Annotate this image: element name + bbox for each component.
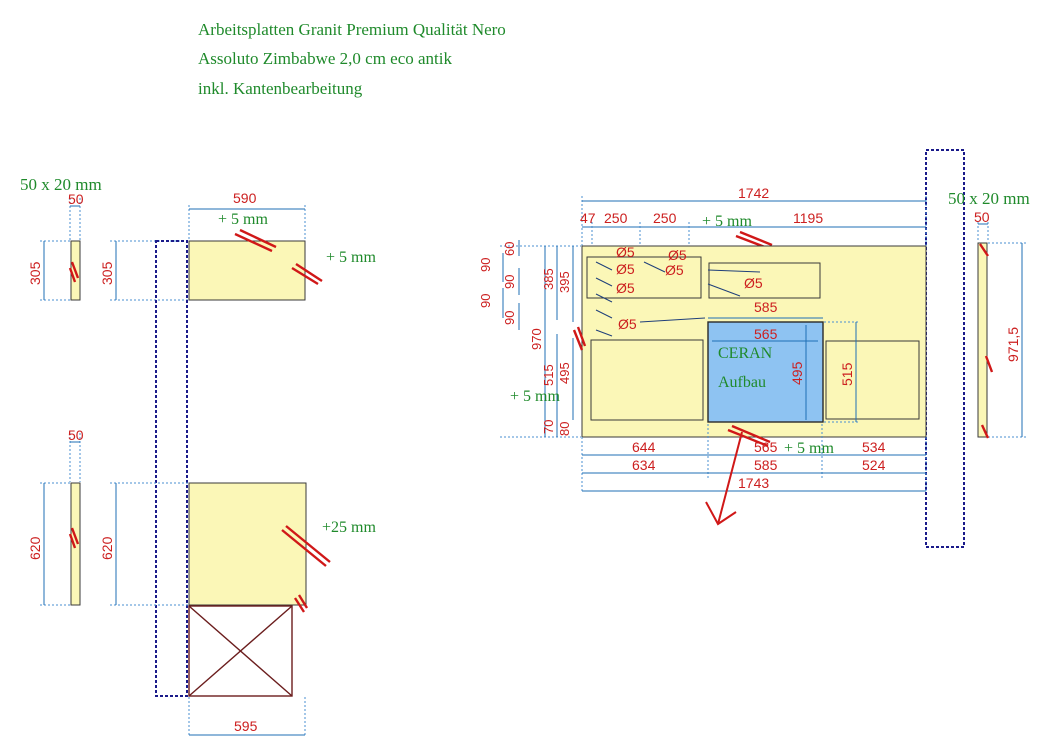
panel-top-edge-right: + 5 mm	[326, 249, 376, 266]
top-dim-edge: + 5 mm	[702, 213, 752, 230]
panel-bottom-edge-right: +25 mm	[322, 519, 376, 536]
left-dim-edge: + 5 mm	[510, 388, 560, 405]
arrow-icon	[705, 431, 743, 526]
top-dim-seg4: 1195	[793, 210, 823, 226]
strip-top-edge-mark	[68, 261, 80, 283]
panel-top-width: 590	[233, 190, 257, 206]
bottom-dim-edge: + 5 mm	[784, 440, 834, 457]
panel-top	[188, 240, 306, 301]
strip-top-width: 50	[68, 191, 84, 207]
cutout-right-upper	[708, 262, 821, 299]
cutout-left-cabinet	[590, 339, 704, 421]
cabinet-width: 595	[234, 718, 258, 734]
header-line-2: Assoluto Zimbabwe 2,0 cm eco antik	[198, 49, 453, 68]
right-strip-edge-mark	[979, 243, 994, 439]
bottom-dim-b1: 634	[632, 457, 656, 473]
bottom-dim-b3: 524	[862, 457, 886, 473]
right-strip	[977, 242, 988, 438]
cutout-right-cabinet	[825, 340, 920, 420]
bottom-dim-a3: 534	[862, 439, 886, 455]
right-strip-width: 50	[974, 209, 990, 225]
hob-label-aufbau: Aufbau	[718, 374, 766, 391]
left-dim-970: 970	[529, 328, 544, 350]
hole-label-2: Ø5	[668, 247, 687, 263]
bottom-dim-total: 1743	[738, 475, 769, 491]
panel-bottom-height: 620	[99, 536, 115, 560]
hob-height: 495	[789, 361, 805, 385]
left-dim-80: 80	[557, 422, 572, 436]
panel-top-height: 305	[99, 261, 115, 285]
wall-right	[925, 149, 965, 548]
panel-bottom-edge-mark	[281, 525, 331, 567]
left-dim-515: 515	[541, 364, 556, 386]
hob-width-outer: 585	[754, 299, 778, 315]
hob-side-height: 515	[839, 362, 855, 386]
left-dim-90b: 90	[502, 275, 517, 289]
left-dim-90a: 90	[478, 258, 493, 272]
left-dim-495: 495	[557, 362, 572, 384]
left-edge-profile-label: 50 x 20 mm	[20, 175, 102, 194]
hole-label-7: Ø5	[618, 316, 637, 332]
panel-top-edge-mark-top	[234, 228, 277, 253]
header-line-1: Arbeitsplatten Granit Premium Qualität N…	[198, 20, 506, 39]
ceran-hob	[707, 321, 824, 423]
panel-top-edge-mark-right	[291, 262, 323, 286]
left-dim-90c: 90	[478, 294, 493, 308]
panel-bottom-corner-mark	[293, 594, 309, 613]
bottom-dim-b2: 585	[754, 457, 778, 473]
hole-label-3: Ø5	[616, 261, 635, 277]
hob-label-ceran: CERAN	[718, 345, 773, 362]
hob-width-inner: 565	[754, 326, 778, 342]
strip-bottom-width: 50	[68, 427, 84, 443]
hole-label-4: Ø5	[665, 262, 684, 278]
bottom-dim-a1: 644	[632, 439, 656, 455]
hole-label-5: Ø5	[744, 275, 763, 291]
top-dim-total: 1742	[738, 185, 769, 201]
cabinet-symbol	[188, 605, 293, 697]
hole-label-6: Ø5	[616, 280, 635, 296]
top-dim-seg2: 250	[604, 210, 628, 226]
hole-leader-lines	[595, 261, 761, 337]
hob-bottom-edge-mark	[727, 424, 771, 448]
left-edge-mark	[572, 326, 587, 351]
left-dim-90d: 90	[502, 311, 517, 325]
top-dim-seg3: 250	[653, 210, 677, 226]
left-dim-60: 60	[502, 242, 517, 256]
left-dim-395: 395	[557, 271, 572, 293]
cutout-left-upper	[586, 256, 702, 299]
strip-bottom-edge-mark	[68, 527, 80, 549]
wall-left	[155, 240, 188, 697]
header-line-3: inkl. Kantenbearbeitung	[198, 79, 363, 98]
top-dim-seg1: 47	[580, 210, 596, 226]
strip-bottom	[70, 482, 81, 606]
right-strip-height: 971,5	[1005, 327, 1021, 362]
left-dim-70: 70	[541, 420, 556, 434]
hole-label-1: Ø5	[616, 244, 635, 260]
left-dim-385: 385	[541, 268, 556, 290]
right-edge-profile-label: 50 x 20 mm	[948, 189, 1030, 208]
panel-top-edge-top: + 5 mm	[218, 211, 268, 228]
strip-top-height: 305	[27, 261, 43, 285]
panel-bottom	[188, 482, 307, 606]
strip-bottom-height: 620	[27, 536, 43, 560]
